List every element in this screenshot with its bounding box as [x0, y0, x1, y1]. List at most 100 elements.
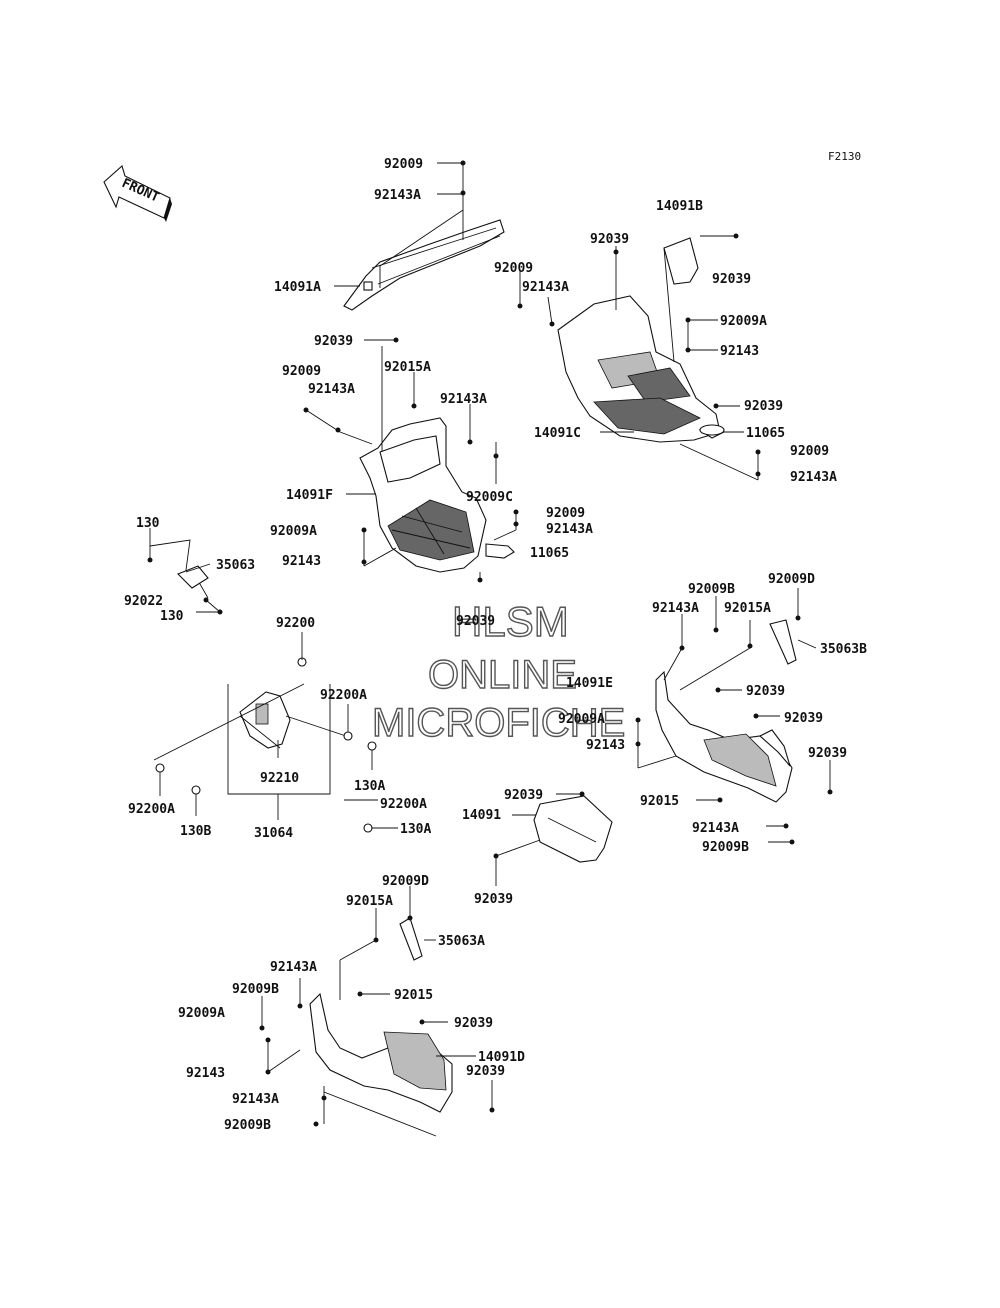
leaders-assembly — [159, 632, 398, 829]
part-label: 92009D — [768, 572, 815, 587]
part-label: 92039 — [504, 788, 543, 803]
part-label: 92143 — [282, 554, 321, 569]
leaders-center — [305, 339, 517, 582]
part-label: 92039 — [466, 1064, 505, 1079]
part-label: 35063 — [216, 558, 255, 573]
part-label: 92143A — [308, 382, 355, 397]
part-label: 92143A — [440, 392, 487, 407]
part-label: 92009 — [282, 364, 321, 379]
part-label: 92200A — [128, 802, 175, 817]
part-35063-pedal — [149, 539, 211, 599]
part-label: 130A — [354, 779, 385, 794]
part-label: 92009C — [466, 490, 513, 505]
part-label: 92015A — [346, 894, 393, 909]
part-label: 92009B — [688, 582, 735, 597]
part-label: 92009A — [270, 524, 317, 539]
part-label: 11065 — [530, 546, 569, 561]
part-label: 14091B — [656, 199, 703, 214]
leaders-pedal — [149, 528, 221, 613]
washer-92200a-right — [343, 731, 353, 741]
part-14091f-floorboard — [359, 417, 515, 573]
part-label: 92039 — [712, 272, 751, 287]
part-35063b-bracket — [769, 619, 797, 665]
part-label: 14091D — [478, 1050, 525, 1065]
part-label: 130 — [136, 516, 160, 531]
part-label: 92200A — [380, 797, 427, 812]
part-35063a-bracket — [399, 917, 423, 961]
part-14091e-shield — [655, 619, 797, 803]
part-label: 92009 — [494, 261, 533, 276]
bolt-130a-lower — [363, 823, 373, 833]
part-14091-cover — [533, 795, 613, 863]
part-label: 92143A — [790, 470, 837, 485]
part-label: 92143A — [374, 188, 421, 203]
part-label: 130B — [180, 824, 211, 839]
part-label: 92039 — [314, 334, 353, 349]
part-label: 92015A — [724, 601, 771, 616]
part-label: 31064 — [254, 826, 293, 841]
part-14091c-floorboard — [557, 295, 725, 443]
washer-92200a-left — [155, 763, 165, 773]
part-14091d-shield — [309, 917, 453, 1113]
leaders-top — [334, 162, 464, 288]
part-label: 14091F — [286, 488, 333, 503]
part-label: 92039 — [784, 711, 823, 726]
part-label: 92015 — [394, 988, 433, 1003]
part-label: 92009 — [790, 444, 829, 459]
part-label: 130A — [400, 822, 431, 837]
figure-code: F2130 — [828, 150, 861, 163]
front-arrow-icon: FRONT — [103, 165, 172, 222]
part-label: 35063A — [438, 934, 485, 949]
part-labels: 92009 92143A 14091A 92039 92009 92015A 9… — [124, 157, 867, 1133]
part-label: 92143A — [652, 601, 699, 616]
part-label: 92143A — [522, 280, 569, 295]
part-label: 92200 — [276, 616, 315, 631]
part-label: 14091E — [566, 676, 613, 691]
part-label: 92015A — [384, 360, 431, 375]
leaders-cover — [495, 793, 582, 886]
part-label: 92143 — [720, 344, 759, 359]
leaders-right-mid — [637, 588, 831, 843]
part-label: 92143A — [692, 821, 739, 836]
part-label: 92009A — [558, 712, 605, 727]
watermark-line-2: ONLINE — [428, 653, 577, 697]
part-label: 92009B — [224, 1118, 271, 1133]
bolt-130b — [191, 785, 201, 795]
watermark-line-3: MICROFICHE — [372, 701, 625, 745]
part-label: 92009A — [720, 314, 767, 329]
grommet-11065-right — [699, 424, 725, 436]
watermark: HLSM ONLINE MICROFICHE — [371, 597, 626, 745]
part-label: 92039 — [744, 399, 783, 414]
part-label: 92143A — [546, 522, 593, 537]
part-label: 92015 — [640, 794, 679, 809]
part-label: 14091 — [462, 808, 501, 823]
part-14091b-bracket — [663, 237, 699, 285]
part-label: 92039 — [454, 1016, 493, 1031]
part-label: 92039 — [474, 892, 513, 907]
part-label: 92009 — [384, 157, 423, 172]
part-label: 14091A — [274, 280, 321, 295]
part-label: 92200A — [320, 688, 367, 703]
part-label: 130 — [160, 609, 184, 624]
part-label: 92009B — [702, 840, 749, 855]
part-31064-assembly — [153, 683, 353, 795]
watermark-line-1: HLSM — [452, 598, 569, 645]
part-label: 92009B — [232, 982, 279, 997]
part-label: 92143A — [270, 960, 317, 975]
part-label: 92039 — [808, 746, 847, 761]
part-label: 92039 — [456, 614, 495, 629]
part-label: 92009 — [546, 506, 585, 521]
part-label: 11065 — [746, 426, 785, 441]
part-label: 92143A — [232, 1092, 279, 1107]
part-label: 92210 — [260, 771, 299, 786]
part-label: 92143 — [186, 1066, 225, 1081]
part-label: 92143 — [586, 738, 625, 753]
part-label: 92039 — [746, 684, 785, 699]
part-label: 14091C — [534, 426, 581, 441]
part-label: 92009D — [382, 874, 429, 889]
leaders-bottom — [261, 886, 493, 1137]
part-label: 92022 — [124, 594, 163, 609]
part-label: 92009A — [178, 1006, 225, 1021]
